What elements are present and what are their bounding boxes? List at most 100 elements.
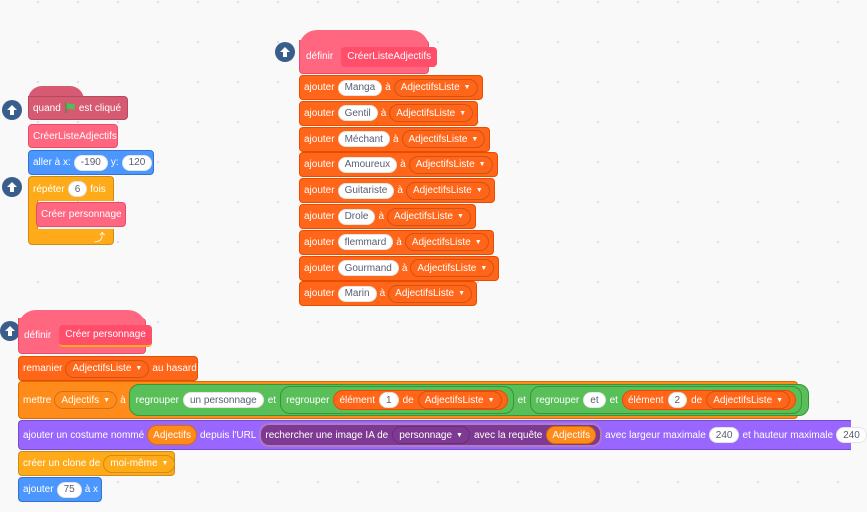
shuffle-list-block[interactable]: remanier AdjectifsListe ▼ au hasard (18, 356, 198, 381)
add-x-label: ajouter (23, 484, 54, 495)
create-clone-block[interactable]: créer un clone de moi-même ▼ (18, 451, 176, 476)
dropdown-caret-icon: ▼ (161, 460, 169, 467)
collapse-script-button-2[interactable] (2, 177, 22, 197)
add-costume-block[interactable]: ajouter un costume nommé Adjectifs depui… (18, 420, 867, 450)
add-list-dropdown[interactable]: AdjectifsListe▼ (404, 233, 489, 252)
call-create-character-label: Créer personnage (41, 209, 122, 220)
add-list-dropdown[interactable]: AdjectifsListe▼ (410, 259, 495, 278)
join-text-input[interactable]: un personnage (183, 392, 264, 408)
query-var-label: Adjectifs (552, 429, 591, 441)
collapse-script-button-1[interactable] (2, 100, 22, 120)
width-label: avec largeur maximale (605, 429, 706, 441)
dropdown-caret-icon: ▼ (776, 396, 784, 404)
add-to-label: à (392, 133, 399, 145)
add-item-input[interactable]: Méchant (337, 131, 390, 148)
add-list-dropdown[interactable]: AdjectifsListe▼ (401, 130, 486, 149)
join-reporter-outer[interactable]: regrouper un personnage et regrouper élé… (128, 384, 810, 416)
set-variable-block[interactable]: mettre Adjectifs ▼ à regrouper un person… (18, 381, 810, 419)
add-to-label: à (380, 107, 387, 119)
item-of-list-reporter-1[interactable]: élément 1 de AdjectifsListe ▼ (333, 390, 508, 410)
element-index-input-1[interactable]: 1 (379, 392, 399, 408)
add-list-dropdown[interactable]: AdjectifsListe▼ (388, 284, 473, 303)
add-list-dropdown[interactable]: AdjectifsListe▼ (408, 155, 493, 174)
goto-label: aller à x: (33, 157, 71, 168)
goto-x-input[interactable]: -190 (73, 154, 108, 171)
costume-var-label: Adjectifs (153, 429, 191, 441)
call-create-character-block[interactable]: Créer personnage (36, 202, 126, 227)
define-create-character-block[interactable]: définir Créer personnage (18, 318, 152, 354)
add-x-input[interactable]: 75 (56, 481, 82, 498)
add-list-dropdown[interactable]: AdjectifsListe▼ (405, 181, 490, 200)
search-label: rechercher une image IA de (265, 429, 389, 441)
add-item-input[interactable]: Drole (337, 208, 376, 225)
clone-target-dropdown[interactable]: moi-même ▼ (103, 454, 176, 473)
change-x-block[interactable]: ajouter 75 à x (18, 477, 102, 502)
element-index-input-2[interactable]: 2 (667, 392, 688, 408)
goto-xy-block[interactable]: aller à x: -190 y: 120 (28, 150, 154, 175)
join-reporter-inner-2[interactable]: regrouper et et élément 2 de AdjectifsLi… (529, 386, 803, 414)
join-reporter-inner-1[interactable]: regrouper élément 1 de AdjectifsListe ▼ (280, 386, 514, 414)
element-list-dropdown-1[interactable]: AdjectifsListe ▼ (417, 391, 502, 409)
join-et-input[interactable]: et (583, 392, 606, 408)
collapse-script-button-3[interactable] (275, 42, 295, 62)
from-url-label: depuis l'URL (199, 429, 257, 441)
repeat-count-input[interactable]: 6 (67, 181, 88, 197)
define-create-list-block[interactable]: définir CréerListeAdjectifs (299, 40, 438, 74)
add-list-dropdown[interactable]: AdjectifsListe▼ (393, 78, 478, 97)
clone-target-value: moi-même (110, 458, 158, 469)
add-item-input[interactable]: Marin (337, 285, 377, 302)
item-of-list-reporter-2[interactable]: élément 2 de AdjectifsListe ▼ (621, 390, 797, 410)
define-create-list-prototype[interactable]: CréerListeAdjectifs (341, 46, 438, 67)
define-create-character-prototype[interactable]: Créer personnage (59, 324, 152, 347)
when-flag-clicked-block[interactable]: quand est cliqué (28, 96, 128, 120)
height-label: et hauteur maximale (742, 429, 834, 441)
add-x-suffix: à x (84, 484, 99, 495)
add-to-label: à (400, 159, 406, 171)
add-to-label: à (397, 185, 403, 197)
add-list-dropdown[interactable]: AdjectifsListe▼ (389, 104, 474, 123)
add-item-input[interactable]: Amoureux (337, 156, 398, 173)
set-variable-dropdown[interactable]: Adjectifs ▼ (54, 391, 118, 409)
call-create-list-block[interactable]: CréerListeAdjectifs (28, 124, 118, 148)
hat-when-label: quand (33, 102, 61, 114)
green-flag-icon (65, 103, 75, 113)
arrow-up-icon (7, 105, 17, 115)
search-type-dropdown[interactable]: personnage ▼ (392, 426, 470, 444)
element-list-dropdown-2[interactable]: AdjectifsListe ▼ (706, 391, 791, 409)
add-list-dropdown[interactable]: AdjectifsListe▼ (387, 207, 471, 226)
add-list-value: AdjectifsListe (415, 159, 475, 171)
add-item-input[interactable]: Gentil (337, 105, 378, 122)
shuffle-label: remanier (23, 363, 63, 374)
repeat-header[interactable]: répéter 6 fois (28, 176, 114, 201)
query-var-reporter[interactable]: Adjectifs (546, 426, 597, 444)
collapse-script-button-4[interactable] (0, 321, 20, 341)
shuffle-list-dropdown[interactable]: AdjectifsListe ▼ (65, 359, 150, 378)
add-to-label: à (401, 262, 408, 274)
arrow-up-icon (5, 326, 15, 336)
goto-y-input[interactable]: 120 (121, 154, 153, 171)
add-label: ajouter (304, 82, 335, 93)
add-to-label: à (385, 82, 391, 93)
width-input[interactable]: 240 (708, 427, 740, 443)
of-label-2: de (691, 394, 703, 406)
add-item-input[interactable]: Guitariste (337, 182, 395, 199)
repeat-times-label: fois (90, 183, 106, 195)
dropdown-caret-icon: ▼ (474, 238, 482, 246)
add-item-input[interactable]: Gourmand (337, 260, 399, 277)
costume-name-reporter[interactable]: Adjectifs (147, 425, 197, 445)
add-item-input[interactable]: Manga (337, 79, 383, 96)
dropdown-caret-icon: ▼ (480, 264, 488, 272)
add-item-input[interactable]: flemmard (337, 234, 394, 251)
costume-label: ajouter un costume nommé (23, 429, 145, 441)
ai-image-search-reporter[interactable]: rechercher une image IA de personnage ▼ … (259, 423, 603, 447)
height-input[interactable]: 240 (836, 427, 867, 443)
